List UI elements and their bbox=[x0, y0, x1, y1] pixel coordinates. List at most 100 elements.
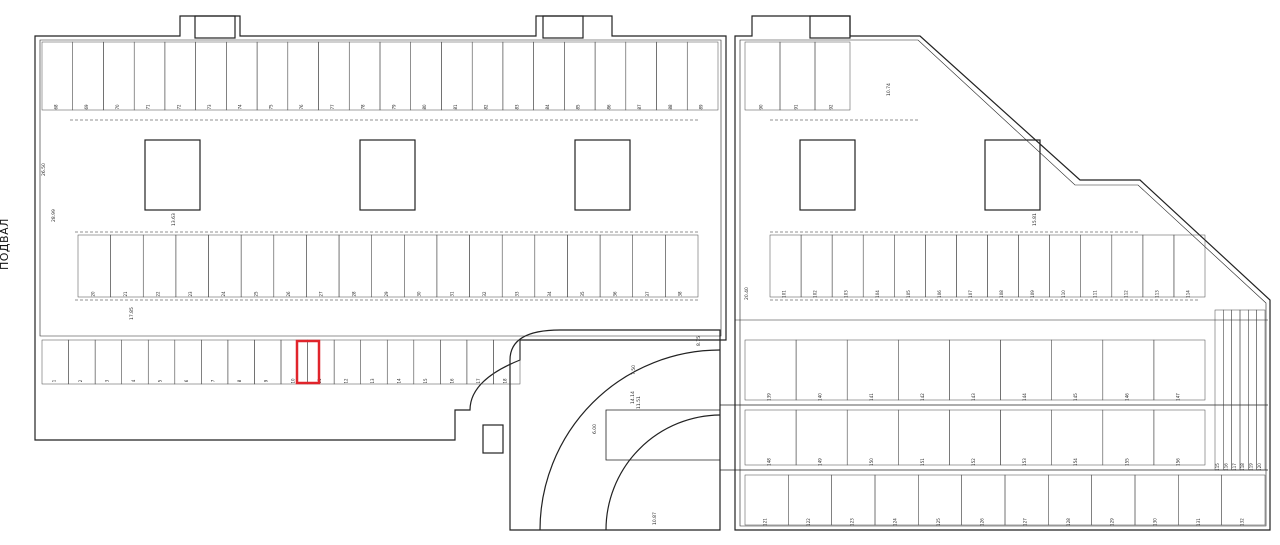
parking-space bbox=[306, 234, 340, 298]
space-number: 103 bbox=[844, 290, 849, 298]
dimension-label: 8.75 bbox=[696, 336, 702, 346]
space-number: 126 bbox=[979, 518, 984, 526]
space-number: 102 bbox=[813, 290, 818, 298]
parking-space bbox=[744, 41, 781, 111]
space-number: 101 bbox=[782, 290, 787, 298]
parking-space bbox=[846, 339, 899, 401]
parking-space bbox=[1049, 234, 1081, 298]
parking-space bbox=[1153, 409, 1206, 466]
space-number: 5 bbox=[158, 379, 163, 382]
parking-space bbox=[846, 409, 899, 466]
parking-space bbox=[143, 234, 177, 298]
space-number: 154 bbox=[1073, 458, 1078, 466]
space-number: 139 bbox=[767, 393, 772, 401]
parking-space bbox=[1004, 474, 1049, 526]
space-number: 146 bbox=[1124, 393, 1129, 401]
space-number: 128 bbox=[1066, 518, 1071, 526]
space-number: 140 bbox=[818, 393, 823, 401]
parking-space bbox=[1231, 309, 1241, 471]
parking-space bbox=[466, 339, 494, 385]
space-number: 112 bbox=[1123, 290, 1128, 298]
space-number: 104 bbox=[875, 290, 880, 298]
space-number: 153 bbox=[1022, 458, 1027, 466]
space-number: 82 bbox=[484, 104, 489, 110]
space-number: 121 bbox=[763, 518, 768, 526]
parking-space bbox=[795, 339, 848, 401]
parking-space bbox=[769, 234, 802, 298]
parking-space bbox=[501, 234, 536, 298]
space-number: 69 bbox=[84, 104, 89, 110]
parking-space bbox=[898, 409, 950, 466]
space-number: 84 bbox=[545, 104, 550, 110]
parking-space bbox=[1102, 339, 1155, 401]
highlighted-parking-space[interactable] bbox=[295, 339, 321, 385]
parking-space bbox=[831, 474, 876, 526]
parking-space bbox=[744, 474, 789, 526]
parking-space bbox=[665, 234, 699, 298]
parking-space bbox=[1173, 234, 1206, 298]
parking-space bbox=[333, 339, 361, 385]
space-number: 24 bbox=[221, 291, 226, 297]
parking-space bbox=[1000, 339, 1052, 401]
parking-space bbox=[436, 234, 470, 298]
parking-space bbox=[493, 339, 521, 385]
space-number: 116 bbox=[1224, 463, 1229, 471]
space-number: 25 bbox=[254, 291, 259, 297]
space-number: 10 bbox=[290, 378, 295, 384]
space-number: 113 bbox=[1154, 290, 1159, 298]
parking-space bbox=[949, 339, 1001, 401]
space-number: 70 bbox=[115, 104, 120, 110]
space-number: 4 bbox=[131, 379, 136, 382]
dimension-label: 28.99 bbox=[51, 209, 57, 222]
space-number: 35 bbox=[580, 291, 585, 297]
space-number: 122 bbox=[806, 518, 811, 526]
parking-space bbox=[795, 409, 848, 466]
space-number: 14 bbox=[397, 378, 402, 384]
space-number: 106 bbox=[937, 290, 942, 298]
space-number: 118 bbox=[1240, 463, 1245, 471]
parking-space bbox=[779, 41, 816, 111]
space-number: 156 bbox=[1175, 458, 1180, 466]
dimension-label: 26.50 bbox=[41, 163, 47, 176]
parking-space bbox=[226, 41, 258, 111]
space-number: 148 bbox=[767, 458, 772, 466]
space-number: 86 bbox=[607, 104, 612, 110]
parking-space bbox=[502, 41, 534, 111]
dimension-labels: 28.9926.5017.8520.4014.1410.877.5011.516… bbox=[41, 83, 1038, 525]
space-number: 144 bbox=[1022, 393, 1027, 401]
parking-space bbox=[534, 234, 568, 298]
space-number: 142 bbox=[920, 393, 925, 401]
space-number: 36 bbox=[612, 291, 617, 297]
space-number: 130 bbox=[1153, 518, 1158, 526]
space-number: 27 bbox=[319, 291, 324, 297]
space-number: 13 bbox=[370, 378, 375, 384]
space-number: 147 bbox=[1175, 393, 1180, 401]
parking-space bbox=[1102, 409, 1155, 466]
dimension-label: 11.51 bbox=[636, 396, 642, 409]
parking-space bbox=[533, 41, 565, 111]
space-number: 114 bbox=[1186, 290, 1191, 298]
dimension-label: 13.63 bbox=[171, 213, 177, 226]
parking-space bbox=[961, 474, 1006, 526]
space-number: 92 bbox=[829, 104, 834, 110]
parking-space bbox=[1018, 234, 1050, 298]
parking-space bbox=[625, 41, 657, 111]
parking-space bbox=[256, 41, 289, 111]
parking-space bbox=[280, 339, 308, 385]
parking-space bbox=[208, 234, 242, 298]
space-number: 23 bbox=[188, 291, 193, 297]
parking-space bbox=[1239, 309, 1249, 471]
space-number: 77 bbox=[330, 104, 335, 110]
space-number: 22 bbox=[156, 291, 161, 297]
parking-space bbox=[307, 339, 335, 385]
parking-space bbox=[987, 234, 1019, 298]
parking-space bbox=[564, 41, 596, 111]
parking-space bbox=[68, 339, 96, 385]
dimension-label: 14.14 bbox=[630, 391, 636, 404]
space-number: 89 bbox=[699, 104, 704, 110]
parking-space bbox=[94, 339, 122, 385]
parking-space bbox=[174, 339, 202, 385]
parking-space bbox=[386, 339, 415, 385]
space-number: 33 bbox=[515, 291, 520, 297]
space-number: 151 bbox=[920, 458, 925, 466]
